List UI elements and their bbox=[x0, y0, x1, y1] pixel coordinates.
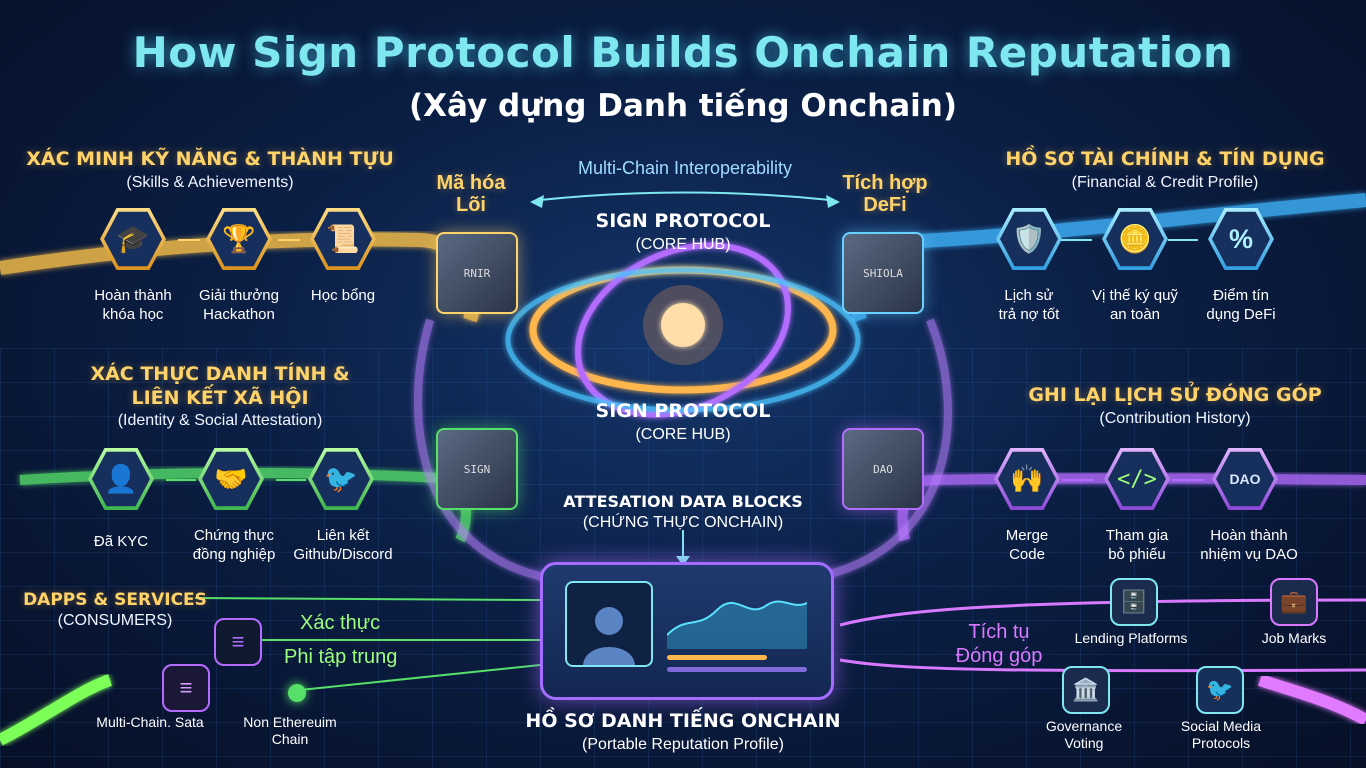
page-title: How Sign Protocol Builds Onchain Reputat… bbox=[0, 28, 1366, 77]
app-label-governance: Governance Voting bbox=[1024, 718, 1144, 752]
decentral-label: Phi tập trung bbox=[284, 646, 397, 669]
bottom-left-cube: SIGN bbox=[436, 428, 518, 510]
core-encryption-label: Mã hóa Lõi bbox=[426, 172, 516, 216]
app-label-jobs: Job Marks bbox=[1234, 630, 1354, 647]
financial-label-3: Điểm tín dụng DeFi bbox=[1186, 286, 1296, 324]
contribution-label-1: Merge Code bbox=[972, 526, 1082, 564]
reputation-profile-card bbox=[540, 562, 834, 700]
financial-title: HỒ SƠ TÀI CHÍNH & TÍN DỤNG bbox=[990, 148, 1340, 170]
top-left-cube: RNIR bbox=[436, 232, 518, 314]
node-dot bbox=[288, 684, 306, 702]
core-hub-sub-top: (CORE HUB) bbox=[560, 236, 806, 254]
progress-bar-2 bbox=[667, 667, 807, 672]
consumers-sub: (CONSUMERS) bbox=[20, 612, 210, 630]
accumulate-label: Tích tụ Đóng góp bbox=[944, 620, 1054, 668]
contribution-label-2: Tham gia bỏ phiếu bbox=[1082, 526, 1192, 564]
top-right-cube: SHIOLA bbox=[842, 232, 924, 314]
bank-icon[interactable]: 🏛️ bbox=[1062, 666, 1110, 714]
profile-chart bbox=[667, 585, 807, 649]
contribution-title: GHI LẠI LỊCH SỬ ĐÓNG GÓP bbox=[1010, 384, 1340, 406]
skill-label-2: Giải thưởng Hackathon bbox=[184, 286, 294, 324]
financial-sub: (Financial & Credit Profile) bbox=[990, 174, 1340, 192]
database-icon[interactable]: 🗄️ bbox=[1110, 578, 1158, 626]
identity-label-2: Chứng thực đồng nghiệp bbox=[176, 526, 292, 564]
multi-chain-arrow bbox=[540, 193, 830, 201]
profile-title: HỒ SƠ DANH TIẾNG ONCHAIN bbox=[490, 710, 876, 732]
solana-icon-2: ≡ bbox=[162, 664, 210, 712]
defi-integration-label: Tích hợp DeFi bbox=[830, 172, 940, 216]
attestation-title: ATTESATION DATA BLOCKS bbox=[530, 492, 836, 511]
right-neon-tube bbox=[1260, 680, 1366, 720]
identity-label-3: Liên kết Github/Discord bbox=[280, 526, 406, 564]
core-hub-title-top: SIGN PROTOCOL bbox=[560, 210, 806, 232]
identity-sub: (Identity & Social Attestation) bbox=[40, 412, 400, 430]
twitter-icon[interactable]: 🐦 bbox=[1196, 666, 1244, 714]
skill-label-3: Học bổng bbox=[288, 286, 398, 305]
attestation-sub: (CHỨNG THỰC ONCHAIN) bbox=[530, 514, 836, 532]
profile-sub: (Portable Reputation Profile) bbox=[490, 736, 876, 754]
non-eth-label: Non Ethereuim Chain bbox=[230, 714, 350, 748]
briefcase-icon[interactable]: 💼 bbox=[1270, 578, 1318, 626]
multi-chain-label: Multi-Chain Interoperability bbox=[530, 158, 840, 179]
identity-title: XÁC THỰC DANH TÍNH & LIÊN KẾT XÃ HỘI bbox=[40, 362, 400, 410]
identity-label-1: Đã KYC bbox=[66, 532, 176, 551]
multi-chain-sata-label: Multi-Chain. Sata bbox=[80, 714, 220, 731]
contribution-sub: (Contribution History) bbox=[1010, 410, 1340, 428]
skills-sub: (Skills & Achievements) bbox=[20, 174, 400, 192]
skill-label-1: Hoàn thành khóa học bbox=[78, 286, 188, 324]
financial-label-2: Vị thế ký quỹ an toàn bbox=[1080, 286, 1190, 324]
core-hub-title-mid: SIGN PROTOCOL bbox=[560, 400, 806, 422]
consumer-line-1 bbox=[195, 598, 540, 600]
consumers-title: DAPPS & SERVICES bbox=[20, 590, 210, 610]
progress-bar bbox=[667, 655, 767, 660]
contribution-label-3: Hoàn thành nhiệm vụ DAO bbox=[1184, 526, 1314, 564]
avatar bbox=[565, 581, 653, 667]
app-label-social: Social Media Protocols bbox=[1156, 718, 1286, 752]
financial-label-1: Lịch sử trả nợ tốt bbox=[974, 286, 1084, 324]
solana-icon: ≡ bbox=[214, 618, 262, 666]
page-subtitle: (Xây dựng Danh tiếng Onchain) bbox=[0, 88, 1366, 124]
skills-title: XÁC MINH KỸ NĂNG & THÀNH TỰU bbox=[20, 148, 400, 170]
app-label-lending: Lending Platforms bbox=[1056, 630, 1206, 647]
verify-label: Xác thực bbox=[300, 612, 380, 635]
bottom-right-cube: DAO bbox=[842, 428, 924, 510]
core-hub-sub-mid: (CORE HUB) bbox=[560, 426, 806, 444]
left-neon-tube bbox=[0, 680, 110, 740]
